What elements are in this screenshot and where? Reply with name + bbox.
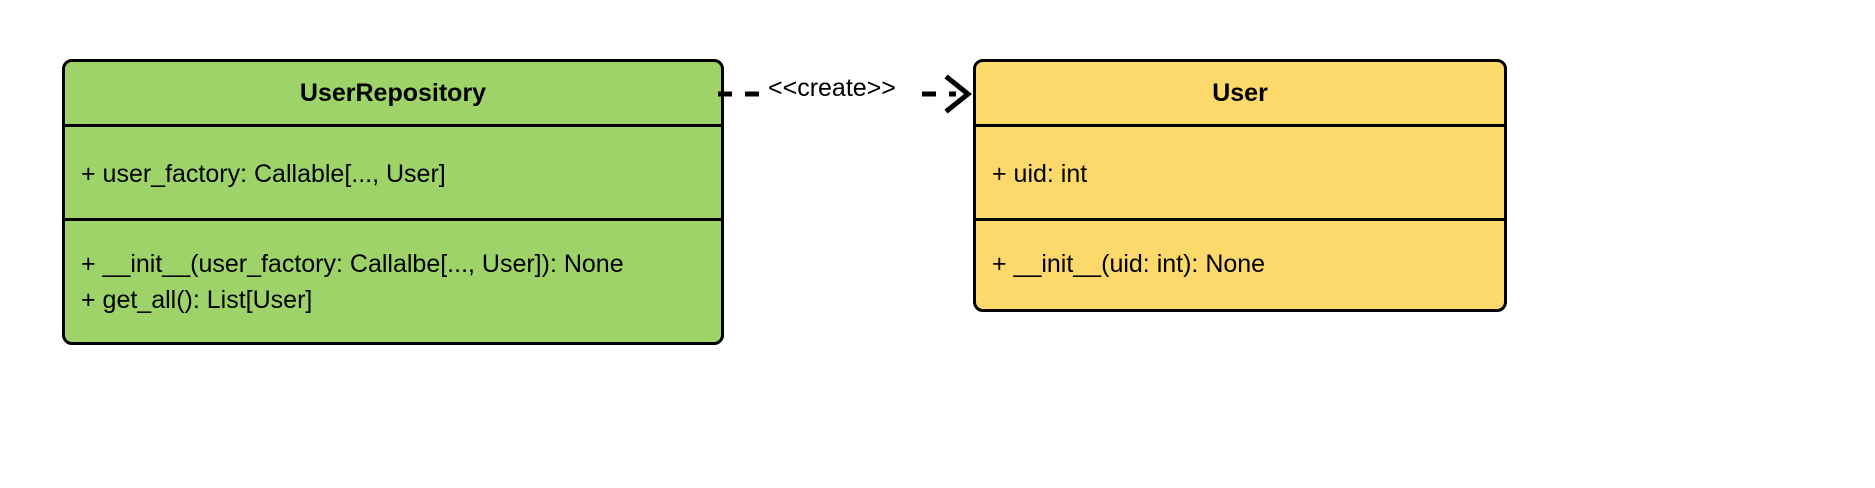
attribute-row: + user_factory: Callable[..., User]: [81, 160, 446, 188]
class-box-user-repository[interactable]: UserRepository + user_factory: Callable[…: [62, 59, 724, 345]
class-box-user[interactable]: User + uid: int + __init__(uid: int): No…: [973, 59, 1507, 312]
method-row: + __init__(uid: int): None: [992, 250, 1266, 278]
dependency-line-svg: [718, 74, 973, 114]
class-name-user-repository: UserRepository: [299, 79, 487, 107]
methods-compartment-user: + __init__(uid: int): None: [976, 218, 1504, 309]
attributes-compartment-user-repository: + user_factory: Callable[..., User]: [65, 124, 721, 218]
dependency-arrow-create[interactable]: <<create>>: [716, 58, 982, 130]
stereotype-label-create: <<create>>: [768, 74, 896, 102]
method-row: + get_all(): List[User]: [81, 285, 313, 314]
methods-compartment-user-repository: + __init__(user_factory: Callalbe[..., U…: [65, 218, 721, 342]
open-arrowhead-icon: [944, 74, 973, 114]
attributes-compartment-user: + uid: int: [976, 124, 1504, 218]
class-name-user: User: [1212, 79, 1268, 107]
attribute-row: + uid: int: [992, 160, 1088, 188]
method-row: + __init__(user_factory: Callalbe[..., U…: [81, 250, 624, 278]
